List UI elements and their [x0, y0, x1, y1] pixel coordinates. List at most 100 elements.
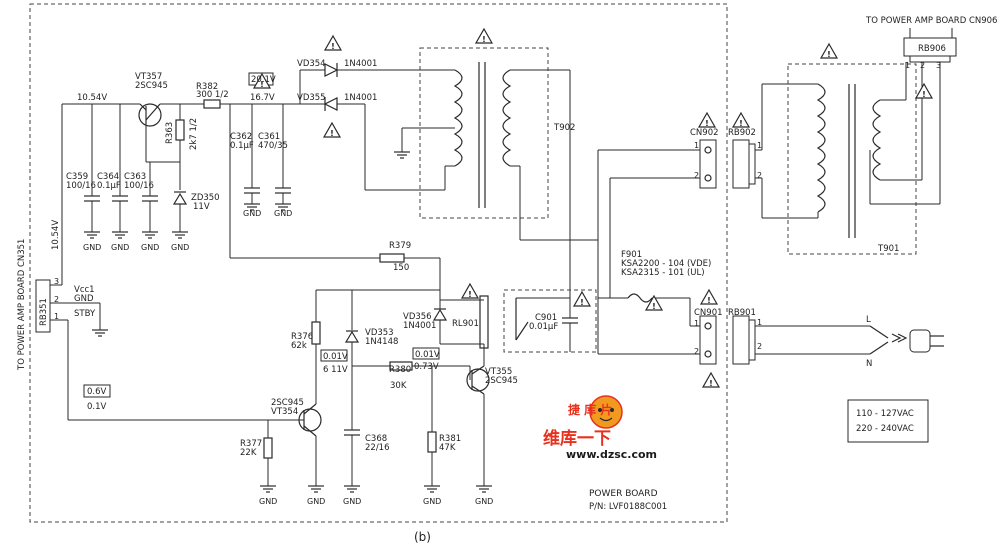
zd350-label: ZD350 [191, 193, 220, 203]
vd354-diode [324, 63, 339, 77]
c901-label: C901 [535, 313, 557, 323]
r363-resistor [175, 119, 185, 141]
cn902-section [597, 83, 818, 355]
r379-resistor [379, 253, 405, 263]
vd353-diode [344, 330, 360, 343]
c363-label: C363 [124, 172, 146, 182]
zd350-zener [172, 192, 188, 205]
warning-mark: ! [739, 119, 743, 128]
mascot-face-icon [589, 395, 623, 429]
rl901-label: RL901 [452, 319, 479, 329]
vt355-transistor [466, 365, 490, 486]
v-16-7-label: 16.7V [250, 93, 275, 103]
watermark-top-text: 捷 库 片 [568, 402, 612, 417]
warning-mark: ! [331, 42, 335, 51]
stby-label: STBY [74, 309, 96, 319]
warning-mark: ! [707, 296, 711, 305]
vd355-label: VD355 [297, 93, 326, 103]
gnd-label: GND [141, 243, 159, 252]
gnd-label: GND [475, 497, 493, 506]
vd356-type-label: 1N4001 [403, 321, 436, 331]
gnd-symbols-top [84, 151, 410, 239]
line-l-label: L [866, 315, 871, 325]
gnd-label: GND [423, 497, 441, 506]
zd350-value: 11V [193, 202, 210, 212]
v-0-01-a-label: 0.01V [323, 352, 348, 362]
gnd-label: GND [171, 243, 189, 252]
gnd-label: GND [83, 243, 101, 252]
r381-label: R381 [439, 434, 461, 444]
r377-value: 22K [240, 448, 257, 458]
r376-resistor [311, 321, 321, 345]
r382-label: R382 [196, 82, 218, 92]
r376-value: 62k [291, 341, 307, 351]
rb351-connector [35, 279, 51, 333]
rl901-coil [479, 295, 489, 349]
rb902-pin1: 1 [757, 141, 762, 150]
r382-resistor [203, 99, 221, 109]
r376-label: R376 [291, 332, 313, 342]
vd356-diode [432, 308, 448, 321]
vt354-type-label: 2SC945 [271, 398, 304, 408]
vd356-label: VD356 [403, 312, 432, 322]
rb901-connector [732, 315, 750, 365]
r363-value: 2k7 1/2 [189, 118, 199, 150]
volt-range-1: 110 - 127VAC [856, 409, 914, 419]
r381-value: 47K [439, 443, 456, 453]
line-n-label: N [866, 359, 872, 369]
rb351-pin1: 1 [54, 312, 59, 321]
c368-label: C368 [365, 434, 387, 444]
figure-caption: (b) [414, 530, 431, 544]
rb902-connector [732, 139, 750, 189]
v-0-1-label: 0.1V [87, 402, 107, 412]
c362-value: 0.1μF [230, 141, 254, 151]
labels: 10.54V VT357 2SC945 R382 300 1/2 16.7V 2… [17, 16, 997, 544]
cn902-pin1: 1 [694, 141, 699, 150]
warning-icon: ! [819, 42, 839, 59]
v0-01b-box [412, 347, 440, 360]
rb351-label: RB351 [39, 298, 49, 326]
power-board-title: POWER BOARD [589, 489, 658, 499]
t902-transformer [401, 47, 598, 298]
vd353-type-label: 1N4148 [365, 337, 398, 347]
watermark-url: www.dzsc.com [566, 448, 657, 461]
cn901-connector [699, 315, 717, 365]
cn902-pin2: 2 [694, 171, 699, 180]
t901-label: T901 [877, 244, 899, 254]
gnd-label: GND [259, 497, 277, 506]
volt-range-2: 220 - 240VAC [856, 424, 914, 434]
r377-label: R377 [240, 439, 262, 449]
to-power-amp-cn906-label: TO POWER AMP BOARD CN906 [865, 16, 997, 26]
rb901-label: RB901 [728, 308, 756, 318]
warning-icon: ! [697, 111, 717, 128]
r379-label: R379 [389, 241, 411, 251]
r377-resistor [263, 437, 273, 459]
c359-value: 100/16 [66, 181, 96, 191]
cn901-label: CN901 [694, 308, 723, 318]
v0-6-box [83, 384, 111, 398]
warning-mark: ! [482, 35, 486, 44]
warning-mark: ! [260, 80, 264, 89]
vt354-transistor [298, 403, 322, 486]
c361-label: C361 [258, 132, 280, 142]
warning-icon: ! [474, 27, 494, 44]
f901-label: F901 [621, 250, 642, 260]
warning-mark: ! [580, 298, 584, 307]
gnd-label: GND [111, 243, 129, 252]
v-0-6-label: 0.6V [87, 387, 107, 397]
vd353-label: VD353 [365, 328, 394, 338]
relay-section [432, 289, 944, 366]
rb906-pin2: 2 [920, 61, 925, 70]
gnd-label: GND [274, 209, 292, 218]
vd355-diode [323, 97, 338, 111]
vt357-transistor [138, 103, 162, 162]
gnd-label: GND [343, 497, 361, 506]
c363-value: 100/16 [124, 181, 154, 191]
warning-icon: ! [644, 294, 664, 311]
v-0-73-label: 0.73V [414, 362, 439, 372]
warning-mark: ! [827, 50, 831, 59]
warning-icon: ! [460, 282, 480, 299]
cn902-label: CN902 [690, 128, 719, 138]
v-10-54-top-label: 10.54V [77, 93, 107, 103]
